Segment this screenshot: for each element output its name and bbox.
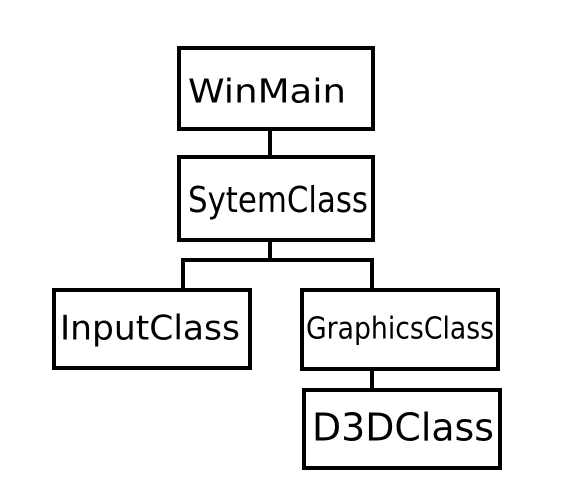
node-graphicsclass-box bbox=[300, 288, 500, 371]
node-inputclass-box bbox=[52, 288, 252, 370]
connectors bbox=[181, 127, 374, 392]
node-winmain-label: WinMain bbox=[188, 72, 346, 111]
node-systemclass-label: SytemClass bbox=[188, 180, 368, 221]
node-systemclass-box bbox=[177, 155, 375, 242]
node-inputclass: InputClass bbox=[52, 288, 252, 370]
node-winmain: WinMain bbox=[177, 46, 375, 131]
node-inputclass-label: InputClass bbox=[60, 309, 240, 349]
node-graphicsclass-label: GraphicsClass bbox=[306, 312, 494, 347]
node-d3dclass: D3DClass bbox=[302, 388, 502, 470]
node-graphicsclass: GraphicsClass bbox=[300, 288, 500, 371]
node-d3dclass-box bbox=[302, 388, 502, 470]
node-winmain-box bbox=[177, 46, 375, 131]
node-d3dclass-label: D3DClass bbox=[312, 406, 494, 450]
node-systemclass: SytemClass bbox=[177, 155, 375, 242]
